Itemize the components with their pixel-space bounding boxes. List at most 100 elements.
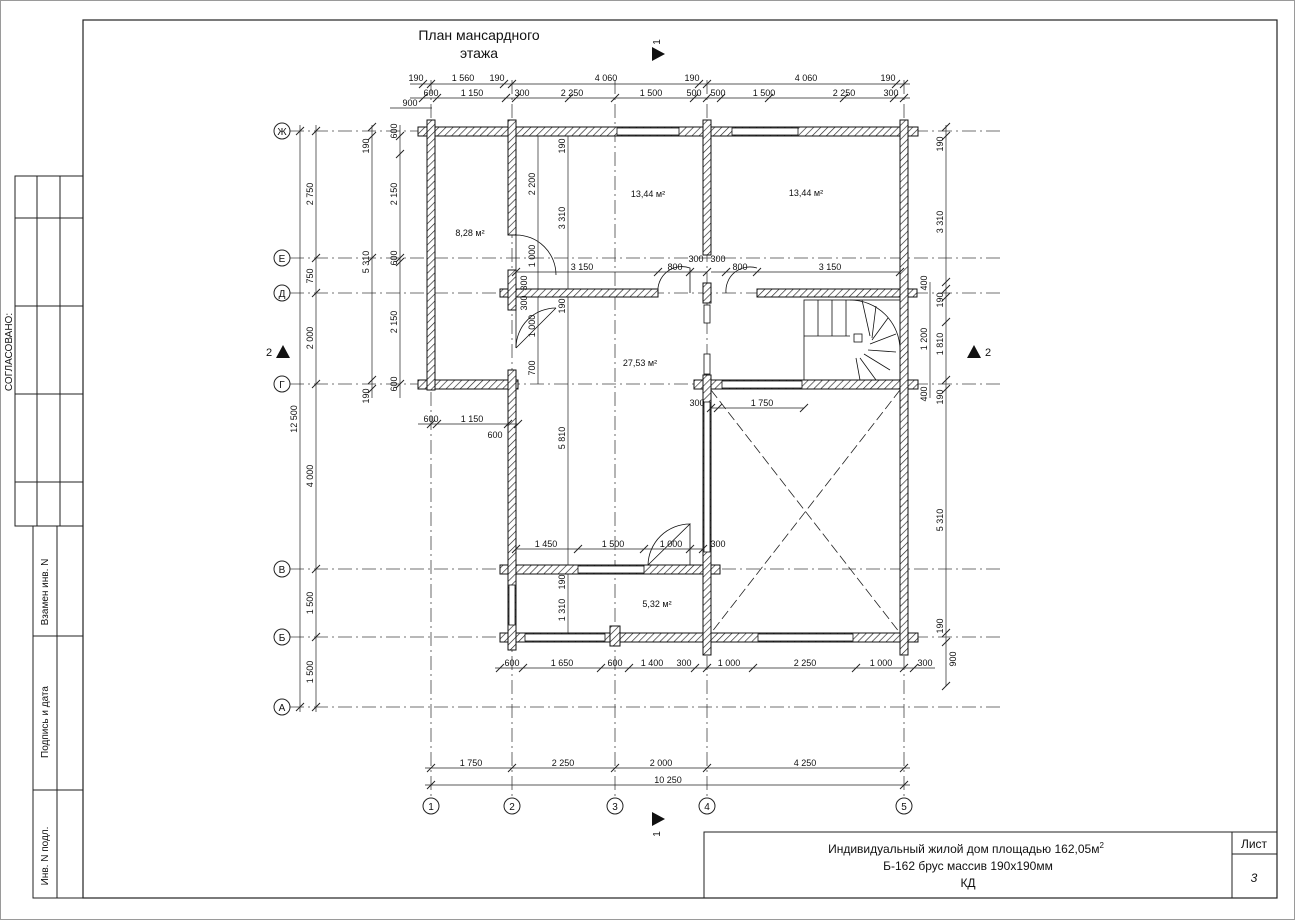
- dim-label: 900: [948, 651, 958, 666]
- dim-label: 300: [514, 88, 529, 98]
- svg-text:2: 2: [266, 347, 272, 359]
- dim-label: 1 500: [640, 88, 663, 98]
- dimension-tick: [624, 663, 634, 673]
- dimension-tick: [891, 79, 901, 89]
- dimension-tick: [426, 780, 436, 790]
- wall-col2-mid: [507, 269, 517, 311]
- walls: [417, 119, 919, 656]
- svg-text:Г: Г: [279, 380, 285, 391]
- dimension-tick: [511, 93, 521, 103]
- svg-text:3: 3: [612, 802, 618, 813]
- dimension-tick: [610, 763, 620, 773]
- doors: [515, 234, 758, 566]
- dimension-tick: [573, 544, 583, 554]
- dimension-tick: [653, 267, 663, 277]
- dimension-tick: [507, 79, 517, 89]
- dimension-tick: [752, 267, 762, 277]
- dimension-tick: [367, 384, 377, 394]
- dimension-tick: [698, 544, 708, 554]
- section-marker-left: 2: [266, 345, 290, 359]
- svg-text:4: 4: [704, 802, 710, 813]
- axis-bubble-col-3: 3: [606, 797, 624, 815]
- dimension-tick: [839, 93, 849, 103]
- dimension-tick: [418, 93, 428, 103]
- axis-bubble-row-e: Е: [273, 249, 291, 267]
- dim-label: 1 500: [602, 539, 625, 549]
- void-cross: [710, 389, 901, 634]
- windows: [508, 127, 854, 642]
- dim-label: 400: [919, 386, 929, 401]
- dim-label: 600: [389, 123, 399, 138]
- dimension-tick: [495, 663, 505, 673]
- drawing-title-line1: План мансардного: [418, 27, 540, 43]
- section-marker-bottom: 1: [652, 812, 665, 837]
- dim-label: 300: [917, 658, 932, 668]
- dimension-tick: [941, 277, 951, 287]
- dim-label: 3 310: [557, 207, 567, 230]
- dimension-tick: [367, 122, 377, 132]
- dimension-tick: [564, 93, 574, 103]
- dimension-tick: [899, 663, 909, 673]
- dim-label: 190: [935, 292, 945, 307]
- dimension-tick: [426, 79, 436, 89]
- side-stamp-inv-orig: Инв. N подл.: [40, 827, 51, 886]
- dim-label: 190: [408, 73, 423, 83]
- room-area-2: 13,44 м²: [631, 189, 665, 199]
- dim-bottom: 1 750 2 250 2 000 4 250 10 250 600 1 650…: [460, 658, 933, 785]
- dim-label: 4 060: [795, 73, 818, 83]
- svg-text:В: В: [279, 565, 286, 576]
- title-block: [703, 831, 1278, 899]
- section-marker-top: 1: [652, 39, 665, 61]
- dim-label: 4 060: [595, 73, 618, 83]
- wall-col5: [899, 119, 909, 656]
- svg-text:2: 2: [509, 802, 515, 813]
- dimension-tick: [311, 126, 321, 136]
- dim-label: 600: [504, 658, 519, 668]
- wall-col2-top: [507, 119, 517, 236]
- axis-bubble-row-g: Г: [273, 375, 291, 393]
- dim-label: 5 310: [361, 251, 371, 274]
- dim-label: 300: [676, 658, 691, 668]
- svg-text:1: 1: [652, 831, 663, 837]
- dimension-tick: [764, 93, 774, 103]
- inner-frame: [82, 19, 1278, 899]
- dimension-tick: [689, 93, 699, 103]
- dimension-tick: [311, 379, 321, 389]
- wall-col3-post: [609, 625, 621, 647]
- room-area-3: 13,44 м²: [789, 188, 823, 198]
- dimension-tick: [895, 267, 905, 277]
- dim-label: 190: [557, 298, 567, 313]
- dimension-tick: [295, 126, 305, 136]
- dimension-tick: [418, 79, 428, 89]
- svg-text:1: 1: [652, 39, 663, 45]
- dim-label: 1 810: [935, 333, 945, 356]
- dim-label: 800: [667, 262, 682, 272]
- dim-label: 1 000: [718, 658, 741, 668]
- dimension-tick: [702, 79, 712, 89]
- axis-bubble-col-2: 2: [503, 797, 521, 815]
- svg-text:5: 5: [901, 802, 907, 813]
- dim-label: 1 400: [641, 658, 664, 668]
- dimension-tick: [499, 79, 509, 89]
- dim-label: 600: [389, 250, 399, 265]
- dim-label: 300: [519, 275, 529, 290]
- dim-label: 1 560: [452, 73, 475, 83]
- dimension-tick: [748, 663, 758, 673]
- dim-label: 800: [732, 262, 747, 272]
- dimension-tick: [706, 403, 716, 413]
- svg-text:Ж: Ж: [277, 127, 287, 138]
- dim-label: 1 000: [527, 315, 537, 338]
- svg-text:2: 2: [985, 347, 991, 359]
- dim-label: 2 750: [305, 183, 315, 206]
- dim-label: 1 650: [551, 658, 574, 668]
- dimension-tick: [685, 267, 695, 277]
- row-axis-bubbles: Ж Е Д Г В Б А: [273, 122, 291, 716]
- dim-label: 190: [489, 73, 504, 83]
- dimension-tick: [941, 637, 951, 647]
- dimension-tick: [426, 763, 436, 773]
- dimension-tick: [941, 317, 951, 327]
- dim-label: 5 810: [557, 427, 567, 450]
- dim-label: 12 500: [289, 405, 299, 433]
- dimension-tick: [395, 131, 405, 141]
